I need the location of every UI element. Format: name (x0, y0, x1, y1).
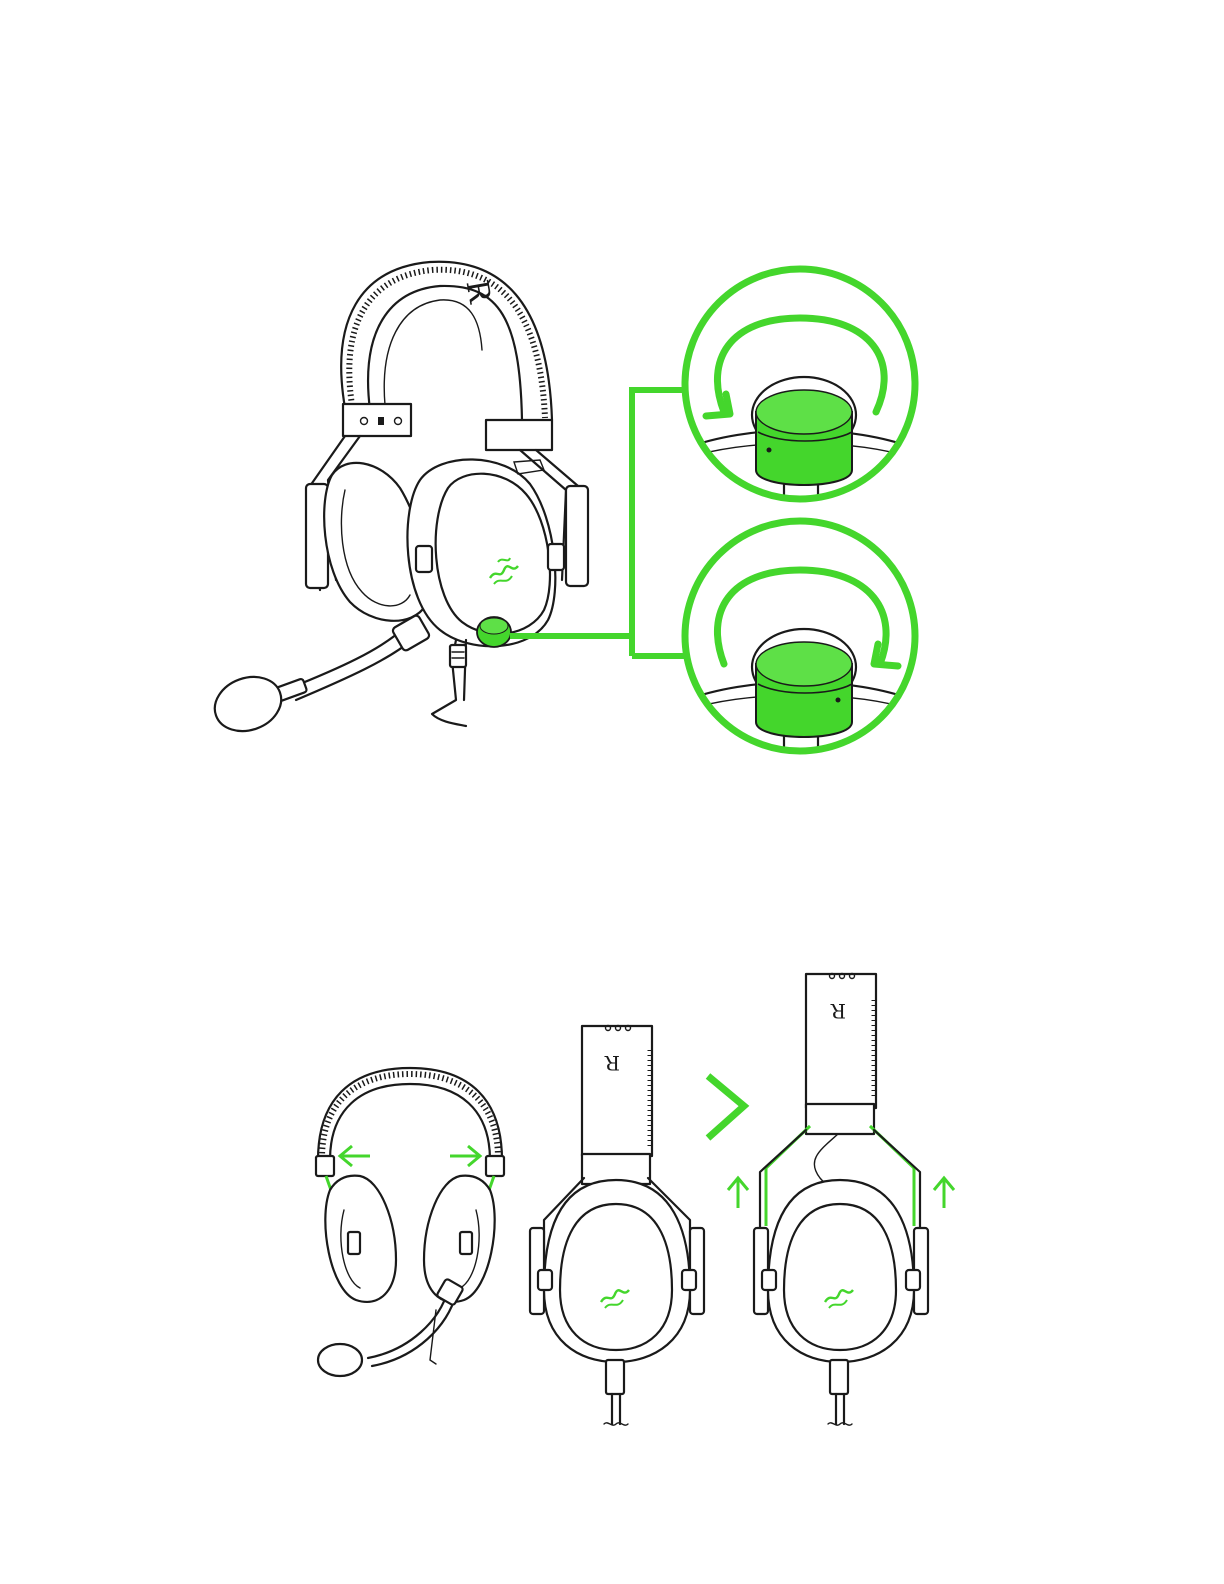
arrow-up-icon (934, 1178, 954, 1208)
volume-dial-icon (477, 617, 511, 647)
headset-icon: R (207, 262, 588, 740)
headband-adjust-figure: R R (0, 960, 1224, 1440)
headset-side-extended: R (728, 974, 954, 1426)
headband-logo-text: R (459, 277, 498, 307)
headband-adjust-illustration: R R (0, 960, 1224, 1440)
arrow-right-icon (450, 1146, 480, 1166)
chevron-right-icon (708, 1076, 744, 1138)
dial-zoom-clockwise (625, 510, 975, 770)
headset-front-icon (316, 1068, 504, 1376)
headset-side-retracted: R (530, 1026, 704, 1426)
arrow-left-icon (340, 1146, 370, 1166)
headband-logo-text-extended: R (830, 999, 846, 1023)
volume-dial-figure: R (0, 240, 1224, 770)
volume-dial-illustration: R (0, 240, 1224, 770)
headband-logo-text-retracted: R (604, 1051, 620, 1075)
arrow-up-icon (728, 1178, 748, 1208)
